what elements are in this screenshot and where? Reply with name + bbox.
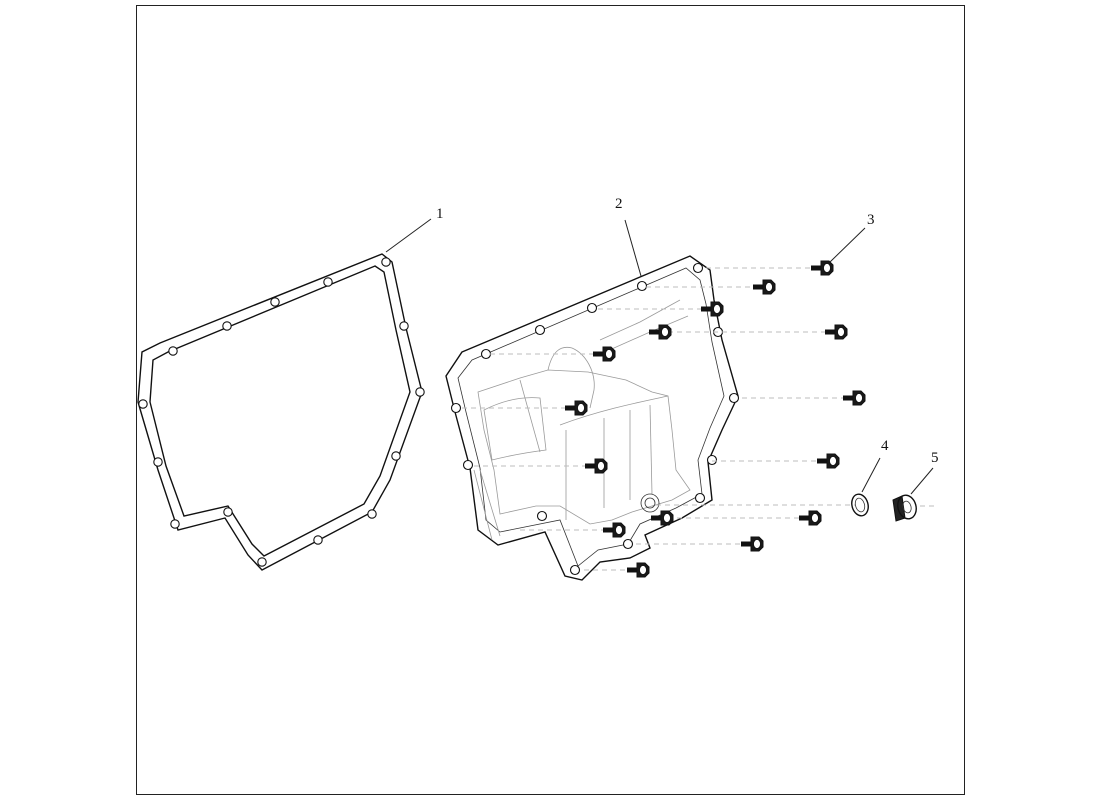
- callout-label-1: 1: [436, 206, 444, 222]
- bolt-shank: [741, 541, 752, 547]
- pan-bolt-hole: [450, 402, 462, 414]
- bolt: [649, 324, 672, 340]
- bolt: [741, 536, 764, 552]
- gasket-bolt-hole: [168, 346, 178, 356]
- bolt-head-face: [823, 263, 831, 273]
- bolt-head-face: [829, 456, 837, 466]
- alignment-lines: [462, 267, 938, 571]
- bolt-shank: [565, 405, 576, 411]
- gasket-bolt-hole: [257, 557, 267, 567]
- bolt: [565, 400, 588, 416]
- pan-bolt-hole: [462, 459, 474, 471]
- bolt-shank: [817, 458, 828, 464]
- gasket-bolt-hole: [415, 387, 425, 397]
- gasket-bolt-hole: [391, 451, 401, 461]
- bolt-head-face: [855, 393, 863, 403]
- bolt-head-face: [661, 327, 669, 337]
- gasket-bolt-hole: [381, 257, 391, 267]
- bolt-shank: [651, 515, 662, 521]
- callout-label-4: 4: [881, 438, 889, 454]
- bolt-shank: [649, 329, 660, 335]
- bolt: [843, 390, 866, 406]
- bolt-head-face: [605, 349, 613, 359]
- bolt-head-face: [811, 513, 819, 523]
- bolt-shank: [799, 515, 810, 521]
- pan-bolt-hole: [622, 538, 634, 550]
- bolt-shank: [585, 463, 596, 469]
- pan-bolt-hole: [692, 262, 704, 274]
- callout-4: 4: [861, 438, 889, 493]
- bolt-shank: [603, 527, 614, 533]
- gasket-bolt-hole: [399, 321, 409, 331]
- bolt: [811, 260, 834, 276]
- pan-bolt-hole: [534, 324, 546, 336]
- pan-bolt-hole: [480, 348, 492, 360]
- gasket-part: [137, 253, 425, 571]
- bolts-part: [565, 260, 866, 578]
- bolt-shank: [701, 306, 712, 312]
- pan-bolt-hole: [636, 280, 648, 292]
- pan-bolt-hole: [569, 564, 581, 576]
- pan-bolt-hole: [728, 392, 740, 404]
- sealing-washer-part: [851, 493, 869, 517]
- gasket-bolt-hole: [153, 457, 163, 467]
- bolt-shank: [627, 567, 638, 573]
- gasket-bolt-hole: [313, 535, 323, 545]
- bolt-shank: [811, 265, 822, 271]
- callout-1: 1: [385, 206, 444, 253]
- gasket-bolt-hole: [270, 297, 280, 307]
- gasket-bolt-hole: [138, 399, 148, 409]
- bolt-shank: [593, 351, 604, 357]
- bolt: [799, 510, 822, 526]
- pan-bolt-hole: [706, 454, 718, 466]
- callout-2: 2: [615, 196, 642, 277]
- gasket-bolt-hole: [367, 509, 377, 519]
- bolt: [651, 510, 674, 526]
- drain-plug-part: [892, 494, 917, 522]
- bolt: [817, 453, 840, 469]
- bolt: [701, 301, 724, 317]
- bolt-head-face: [837, 327, 845, 337]
- pan-bolt-hole: [694, 492, 706, 504]
- gasket-bolt-hole: [223, 507, 233, 517]
- bolt: [753, 279, 776, 295]
- bolt-head-face: [615, 525, 623, 535]
- callout-label-2: 2: [615, 196, 623, 212]
- diagram-frame: [136, 5, 965, 795]
- gasket-bolt-hole: [222, 321, 232, 331]
- bolt-shank: [825, 329, 836, 335]
- callout-label-5: 5: [931, 450, 939, 466]
- pan-bolt-hole: [536, 510, 548, 522]
- bolt-head-face: [639, 565, 647, 575]
- bolt-head-face: [765, 282, 773, 292]
- callout-5: 5: [910, 450, 939, 495]
- oil-pan-part: [445, 255, 740, 581]
- gasket-bolt-hole: [323, 277, 333, 287]
- bolt-head-face: [663, 513, 671, 523]
- callout-label-3: 3: [867, 212, 875, 228]
- bolt-head-face: [713, 304, 721, 314]
- bolt-head-face: [597, 461, 605, 471]
- bolt-shank: [753, 284, 764, 290]
- bolt-head-face: [753, 539, 761, 549]
- pan-bolt-hole: [586, 302, 598, 314]
- bolt: [627, 562, 650, 578]
- bolt-shank: [843, 395, 854, 401]
- callout-3: 3: [829, 212, 875, 263]
- gasket-bolt-hole: [170, 519, 180, 529]
- bolt: [825, 324, 848, 340]
- bolt-head-face: [577, 403, 585, 413]
- bolt: [593, 346, 616, 362]
- bolt: [603, 522, 626, 538]
- bolt: [585, 458, 608, 474]
